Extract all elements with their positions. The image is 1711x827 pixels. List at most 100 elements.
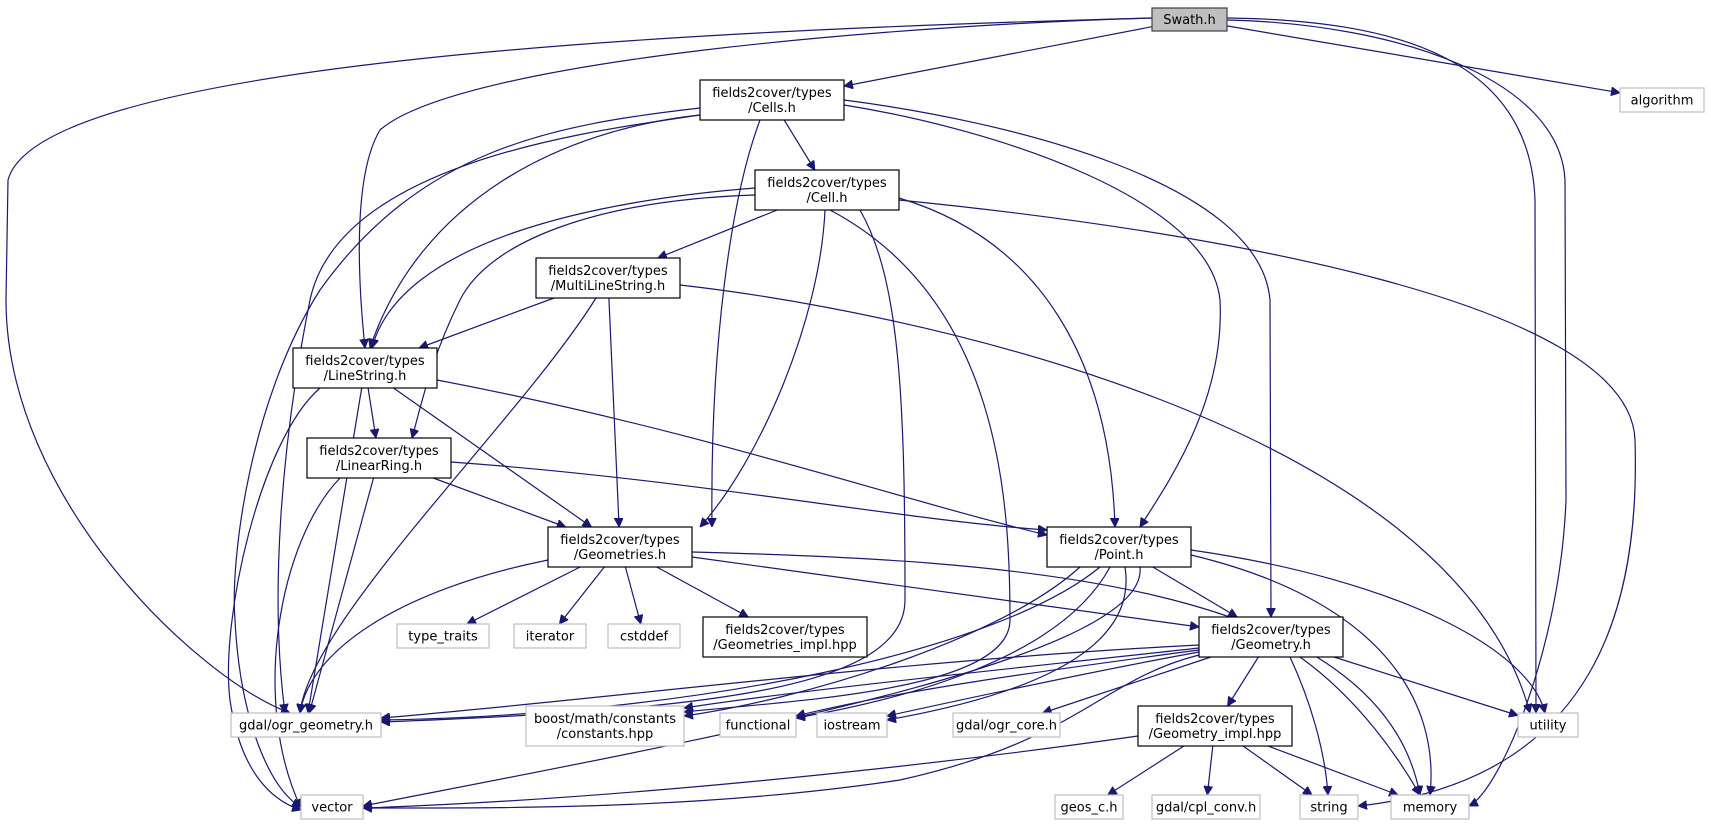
node-box bbox=[719, 712, 797, 738]
node-box bbox=[1390, 794, 1470, 820]
edge-geometries-to-geometries-impl bbox=[656, 566, 749, 618]
node-box bbox=[525, 705, 685, 747]
node-label: /Cell.h bbox=[806, 191, 847, 206]
node-label: /constants.hpp bbox=[557, 727, 654, 742]
node-label: /Geometry.h bbox=[1231, 638, 1311, 653]
node-geos-c: geos_c.h bbox=[1054, 794, 1124, 820]
edge-cell-to-linearring bbox=[412, 194, 756, 438]
node-geometry-impl[interactable]: fields2cover/types/Geometry_impl.hpp bbox=[1137, 705, 1293, 747]
node-box bbox=[547, 526, 693, 568]
edge-point-to-utility bbox=[1190, 549, 1545, 713]
edge-multilinestring-to-utility bbox=[679, 284, 1530, 713]
edge-multilinestring-to-linestring bbox=[419, 297, 555, 348]
edge-geometry-to-vector bbox=[363, 654, 1200, 808]
node-label: boost/math/constants bbox=[534, 712, 676, 727]
node-box bbox=[1198, 616, 1344, 658]
edge-cells-to-point bbox=[843, 104, 1221, 527]
node-box bbox=[300, 794, 364, 820]
edge-linearring-to-geometries bbox=[432, 477, 566, 527]
edge-point-to-memory bbox=[1190, 554, 1431, 795]
edge-geometry-impl-to-cpl-conv bbox=[1207, 745, 1214, 795]
edge-cell-to-geometries bbox=[700, 209, 826, 527]
node-label: fields2cover/types bbox=[767, 176, 887, 191]
node-linestring[interactable]: fields2cover/types/LineString.h bbox=[292, 347, 438, 389]
node-box bbox=[1054, 794, 1124, 820]
edge-geometry-to-functional bbox=[796, 649, 1200, 716]
node-point[interactable]: fields2cover/types/Point.h bbox=[1046, 526, 1192, 568]
node-iterator: iterator bbox=[513, 623, 587, 649]
node-label: Swath.h bbox=[1163, 13, 1216, 28]
edge-geometry-to-boost-constants bbox=[684, 647, 1200, 708]
node-label: string bbox=[1310, 801, 1347, 816]
edge-cell-to-multilinestring bbox=[658, 209, 778, 258]
node-label: functional bbox=[726, 719, 791, 734]
edge-swath-to-algorithm bbox=[1226, 25, 1620, 93]
edge-geometry-to-iostream bbox=[887, 651, 1200, 716]
node-label: gdal/ogr_geometry.h bbox=[239, 719, 373, 734]
node-algorithm: algorithm bbox=[1619, 87, 1705, 113]
node-type-traits: type_traits bbox=[396, 623, 490, 649]
edge-linearring-to-ogr-geometry bbox=[309, 477, 375, 713]
node-label: /MultiLineString.h bbox=[551, 279, 665, 294]
edge-cells-to-geometry bbox=[843, 99, 1271, 617]
node-label: fields2cover/types bbox=[560, 533, 680, 548]
edge-linestring-to-geometries bbox=[393, 387, 592, 527]
node-linearring[interactable]: fields2cover/types/LinearRing.h bbox=[306, 437, 452, 479]
node-label: memory bbox=[1403, 801, 1458, 816]
edge-geometry-to-utility bbox=[1333, 656, 1518, 716]
edge-cell-to-linestring bbox=[372, 187, 756, 348]
edge-geometry-to-geometry-impl bbox=[1228, 656, 1259, 706]
edges-layer bbox=[5, 17, 1636, 810]
node-memory: memory bbox=[1390, 794, 1470, 820]
node-label: /LineString.h bbox=[324, 369, 407, 384]
edge-point-to-vector bbox=[363, 566, 1141, 806]
edge-swath-to-memory bbox=[1226, 19, 1567, 807]
node-box bbox=[754, 169, 900, 211]
node-box bbox=[396, 623, 490, 649]
node-swath[interactable]: Swath.h bbox=[1151, 7, 1228, 32]
node-label: fields2cover/types bbox=[1059, 533, 1179, 548]
edge-point-to-boost-constants bbox=[684, 566, 1081, 716]
edge-geometries-to-iterator bbox=[559, 566, 605, 624]
node-utility: utility bbox=[1517, 712, 1579, 738]
node-label: iterator bbox=[526, 630, 575, 645]
node-label: gdal/cpl_conv.h bbox=[1156, 801, 1256, 816]
edge-cell-to-boost-constants bbox=[684, 209, 1011, 712]
node-box bbox=[1517, 712, 1579, 738]
node-label: /LinearRing.h bbox=[336, 459, 422, 474]
node-cells[interactable]: fields2cover/types/Cells.h bbox=[699, 79, 845, 121]
node-label: algorithm bbox=[1631, 94, 1694, 109]
node-label: geos_c.h bbox=[1061, 801, 1118, 816]
node-label: /Geometries_impl.hpp bbox=[713, 638, 856, 653]
node-label: type_traits bbox=[408, 630, 478, 645]
node-label: cstddef bbox=[620, 630, 669, 645]
node-label: fields2cover/types bbox=[1211, 623, 1331, 638]
node-box bbox=[513, 623, 587, 649]
node-box bbox=[702, 616, 868, 658]
node-geometries-impl[interactable]: fields2cover/types/Geometries_impl.hpp bbox=[702, 616, 868, 658]
node-box bbox=[230, 712, 382, 738]
edge-geometries-to-geometry bbox=[691, 556, 1199, 627]
node-geometries[interactable]: fields2cover/types/Geometries.h bbox=[547, 526, 693, 568]
node-box bbox=[1151, 794, 1261, 820]
node-label: fields2cover/types bbox=[712, 86, 832, 101]
node-label: gdal/ogr_core.h bbox=[956, 719, 1057, 734]
node-label: fields2cover/types bbox=[725, 623, 845, 638]
node-box bbox=[1619, 87, 1705, 113]
node-box bbox=[952, 712, 1061, 738]
edge-linestring-to-point bbox=[436, 379, 1047, 535]
node-vector: vector bbox=[300, 794, 364, 820]
edge-geometries-to-ogr-geometry bbox=[300, 559, 549, 713]
node-cell[interactable]: fields2cover/types/Cell.h bbox=[754, 169, 900, 211]
node-cstddef: cstddef bbox=[607, 623, 681, 649]
node-label: utility bbox=[1530, 719, 1567, 734]
node-geometry[interactable]: fields2cover/types/Geometry.h bbox=[1198, 616, 1344, 658]
edge-cell-to-point bbox=[898, 197, 1115, 527]
edge-geometry-to-memory bbox=[1299, 656, 1421, 795]
node-box bbox=[306, 437, 452, 479]
node-box bbox=[1137, 705, 1293, 747]
edge-swath-to-ogr-geometry bbox=[5, 17, 1153, 713]
node-functional: functional bbox=[719, 712, 797, 738]
edge-linestring-to-linearring bbox=[367, 387, 376, 438]
node-multilinestring[interactable]: fields2cover/types/MultiLineString.h bbox=[535, 257, 681, 299]
